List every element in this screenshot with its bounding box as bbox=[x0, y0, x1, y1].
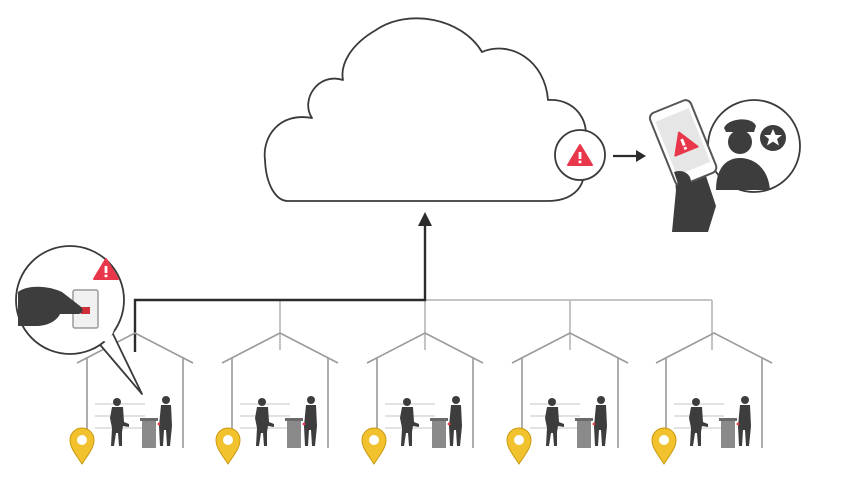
location-pin-icon bbox=[361, 427, 387, 465]
location-pin-icon bbox=[69, 427, 95, 465]
location-pin-icon bbox=[506, 427, 532, 465]
store-building-icon bbox=[366, 332, 484, 449]
security-guard-icon bbox=[707, 99, 801, 193]
notify-arrow bbox=[613, 150, 646, 162]
police-badge-icon bbox=[760, 125, 786, 151]
location-pin-icon bbox=[651, 427, 677, 465]
store-building-icon bbox=[655, 332, 773, 449]
store-building-icon bbox=[221, 332, 339, 449]
smartphone-icon bbox=[648, 99, 718, 232]
cloud-alert-badge bbox=[554, 129, 606, 181]
store-building-icon bbox=[511, 332, 629, 449]
panic-button-callout bbox=[15, 245, 143, 395]
connector-lines bbox=[133, 212, 713, 352]
location-pin-icon bbox=[215, 427, 241, 465]
cloud-icon bbox=[263, 17, 587, 202]
hand-pressing-panic-button-icon bbox=[18, 286, 99, 329]
